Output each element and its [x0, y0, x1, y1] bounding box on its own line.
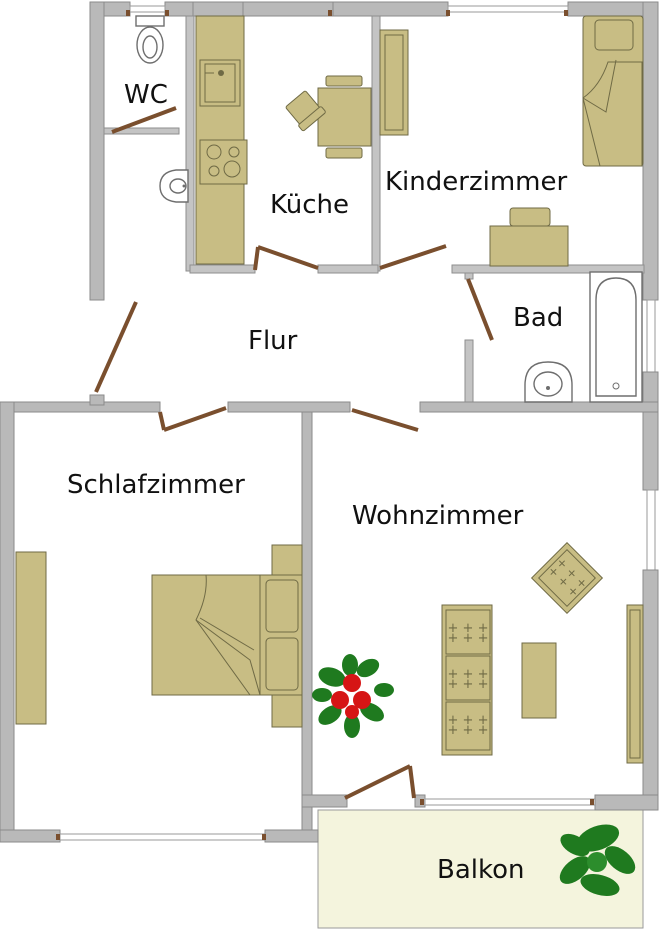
room-label-flur: Flur [248, 326, 298, 356]
wardrobe [379, 29, 409, 136]
bathtub-icon [589, 271, 643, 403]
room-label-balkon: Balkon [437, 855, 525, 885]
sofa: + + + + + + + + + + + + + + + + + + [441, 604, 493, 756]
coffee-table [521, 642, 557, 719]
room-label-schlafzimmer: Schlafzimmer [67, 470, 245, 500]
room-label-wc: WC [124, 80, 168, 110]
bathroom-sink-icon [524, 361, 573, 403]
kitchen-table [285, 75, 372, 159]
toilet-icon [135, 15, 165, 64]
flower-plant-icon [312, 654, 394, 738]
desk [489, 207, 569, 267]
walls [0, 1, 659, 843]
armchair: + + + + + + [530, 541, 604, 615]
svg-text:+ + +: + + + [448, 713, 489, 728]
room-label-kueche: Küche [270, 190, 349, 220]
svg-text:+ + +: + + + [448, 621, 489, 636]
svg-text:+ + +: + + + [448, 677, 489, 692]
double-bed [151, 544, 303, 728]
wardrobe [15, 551, 47, 725]
room-label-wohnzimmer: Wohnzimmer [352, 501, 524, 531]
svg-text:+ + +: + + + [448, 667, 489, 682]
sideboard [626, 604, 644, 764]
stove-icon [199, 139, 248, 185]
room-label-bad: Bad [513, 303, 563, 333]
child-bed [582, 15, 644, 167]
svg-text:+ + +: + + + [448, 631, 489, 646]
room-label-kinderzimmer: Kinderzimmer [385, 167, 567, 197]
svg-text:+ + +: + + + [448, 723, 489, 738]
potted-plant-icon [559, 824, 636, 896]
doors [56, 10, 594, 840]
wc-sink-icon [159, 169, 189, 203]
